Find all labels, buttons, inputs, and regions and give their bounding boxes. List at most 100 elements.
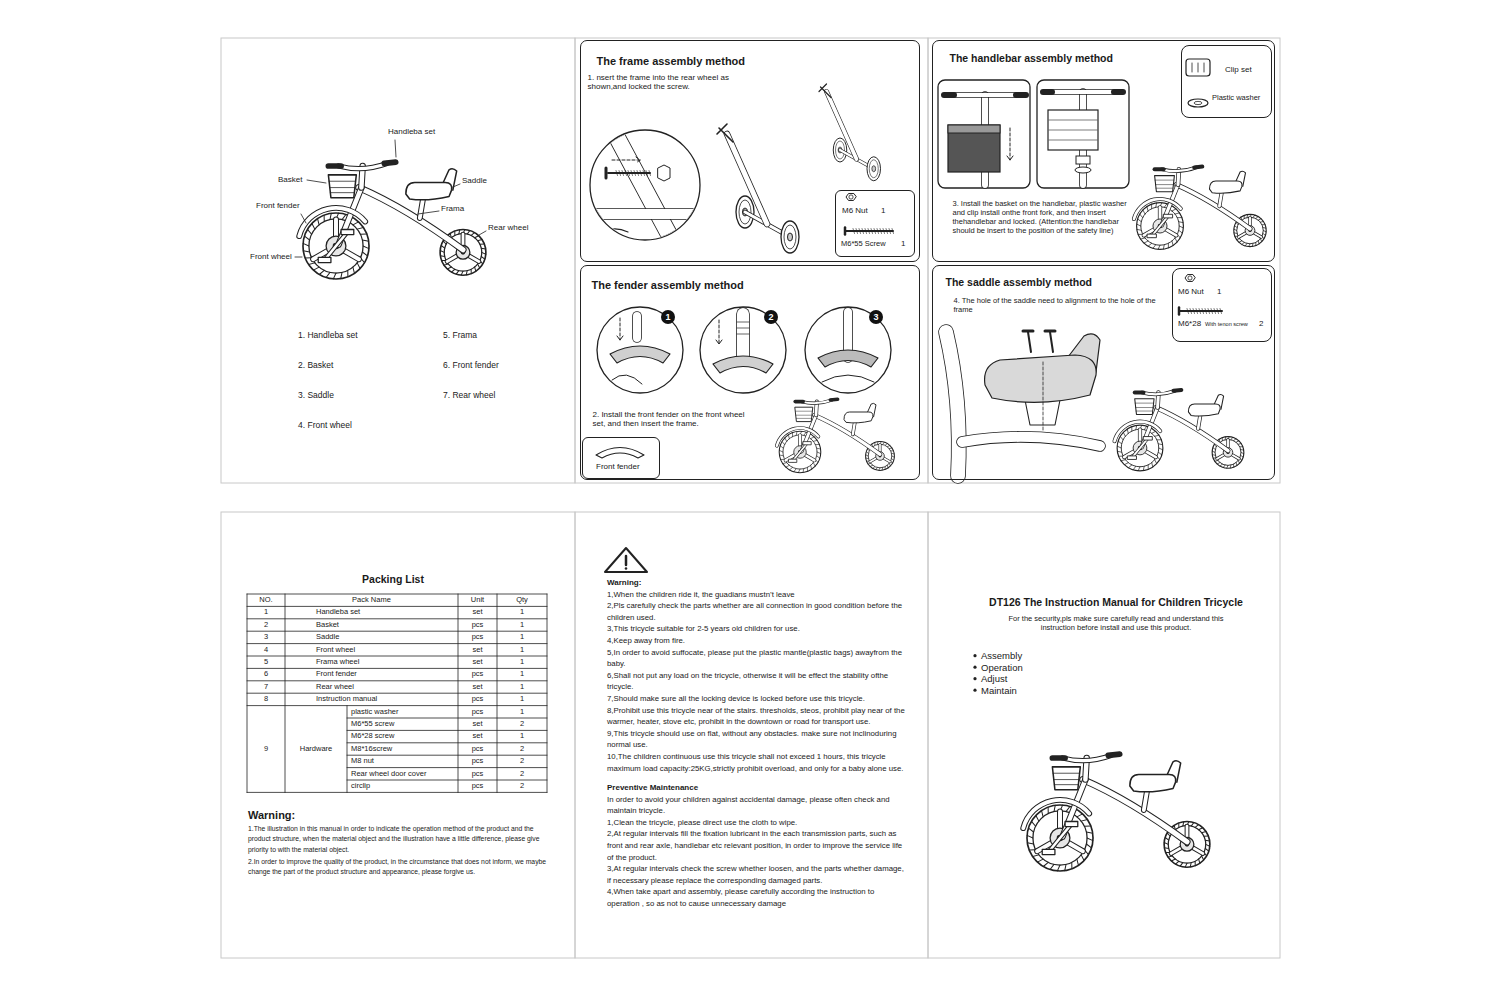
document-title: DT126 The Instruction Manual for Childre…	[952, 596, 1280, 609]
detail-inset	[588, 128, 702, 245]
wheel	[309, 219, 363, 273]
detail-inset	[805, 307, 891, 393]
washer-icon	[1194, 101, 1202, 104]
part-list-item: 2. Basket	[298, 360, 333, 370]
pedal	[1147, 234, 1156, 238]
wheel	[1141, 207, 1179, 245]
handlebar	[1142, 391, 1175, 395]
screw-icon	[1028, 332, 1031, 352]
crank	[793, 443, 807, 461]
wheel	[1033, 811, 1087, 865]
basket	[1155, 176, 1175, 192]
table-cell: Rear wheel door cover	[351, 768, 456, 780]
table-cell: 2	[497, 755, 547, 767]
front-fender	[1023, 800, 1089, 828]
alignment-line	[1043, 362, 1044, 432]
detail-inset	[1037, 80, 1129, 188]
nut-icon	[849, 195, 853, 199]
table-cell: pcs	[458, 631, 497, 643]
table-cell: pcs	[458, 768, 497, 780]
screw-icon	[1180, 310, 1222, 312]
wheel	[822, 375, 874, 382]
handlebar	[1063, 755, 1111, 760]
bullet	[973, 654, 976, 657]
part-name: M6 Nut	[842, 206, 868, 216]
step-number: 2	[764, 310, 778, 324]
wheel	[1137, 203, 1184, 250]
part-label: Front wheel	[250, 252, 292, 262]
part-name: M6*28	[1178, 319, 1201, 329]
page-borders	[221, 38, 1280, 958]
nut-icon	[1185, 275, 1195, 282]
table-cell: 1	[497, 730, 547, 742]
crank	[1049, 824, 1072, 852]
page-border	[928, 38, 1280, 483]
grip	[1135, 391, 1144, 395]
tricycle-drawing	[1023, 754, 1210, 871]
instruction-text: 4,When take apart and assembly, please c…	[607, 886, 907, 909]
parts-box: M6 Nut1M6*28With tenon screw2	[1172, 268, 1272, 342]
panel-heading: The handlebar assembly method	[950, 52, 1170, 65]
pedal	[803, 442, 811, 445]
fork	[736, 314, 750, 356]
table-cell: pcs	[458, 668, 497, 680]
instruction-text: 2. Install the front fender on the front…	[593, 410, 753, 429]
warning-symbol	[625, 567, 628, 570]
table-cell: Frama wheel	[316, 656, 456, 668]
leader-line	[307, 180, 326, 183]
instruction-text: 1,Clean the tricycle, please direct use …	[607, 817, 907, 829]
frame-tube	[727, 134, 767, 224]
grip	[944, 92, 1026, 98]
head-tube	[819, 84, 831, 98]
fender-part	[713, 356, 773, 373]
quantity: 1	[901, 239, 905, 249]
parts-box: M6 Nut1M6*55 Screw1	[835, 190, 915, 257]
grip	[328, 163, 341, 169]
screw-icon	[846, 230, 893, 232]
crank	[793, 443, 807, 461]
frame	[946, 332, 959, 476]
step-badge	[661, 310, 675, 324]
warning-text: 2.In order to improve the quality of the…	[248, 857, 548, 877]
handlebar	[339, 163, 387, 168]
inset-circle	[805, 307, 891, 393]
rear-axle	[588, 208, 702, 220]
wheel	[784, 225, 796, 249]
part-name: Front fender	[596, 462, 640, 472]
instruction-text: 9,This tricycle should use on flat, with…	[607, 728, 907, 751]
wheel-hub	[788, 233, 793, 241]
leader-line	[453, 184, 460, 187]
grip	[1155, 167, 1164, 171]
step-badge	[764, 310, 778, 324]
panel-heading: The frame assembly method	[597, 55, 817, 68]
frame	[946, 332, 959, 476]
grip	[384, 162, 395, 163]
handlebar	[802, 400, 832, 403]
nut-icon	[1188, 276, 1192, 280]
panel-heading: The saddle assembly method	[946, 276, 1166, 289]
table-cell: M8*16screw	[351, 743, 456, 755]
table-cell: pcs	[458, 693, 497, 705]
basket	[948, 125, 1000, 133]
part-name: Clip set	[1225, 65, 1252, 75]
table-header: Pack Name	[285, 594, 458, 606]
table-cell: pcs	[458, 743, 497, 755]
pedal	[1144, 437, 1153, 441]
step-badge	[869, 310, 883, 324]
bullet	[973, 689, 976, 692]
part-name: Plastic washer	[1212, 93, 1260, 102]
direction-arrow	[620, 318, 621, 340]
table-cell: Front wheel	[316, 644, 456, 656]
clip-icon	[1186, 59, 1210, 76]
leader-line	[418, 211, 439, 214]
instruction-text: 7,Should make sure all the locking devic…	[607, 693, 907, 705]
basket	[1052, 767, 1080, 790]
wheel	[781, 221, 799, 253]
grip	[1194, 165, 1202, 170]
leader-line	[301, 214, 306, 223]
saddle	[1130, 775, 1176, 792]
table-cell: 3	[247, 631, 285, 643]
wheel-tread	[303, 213, 369, 279]
instruction-text: 2,Pls carefully check the parts whether …	[607, 600, 907, 623]
direction-arrow	[617, 336, 623, 340]
